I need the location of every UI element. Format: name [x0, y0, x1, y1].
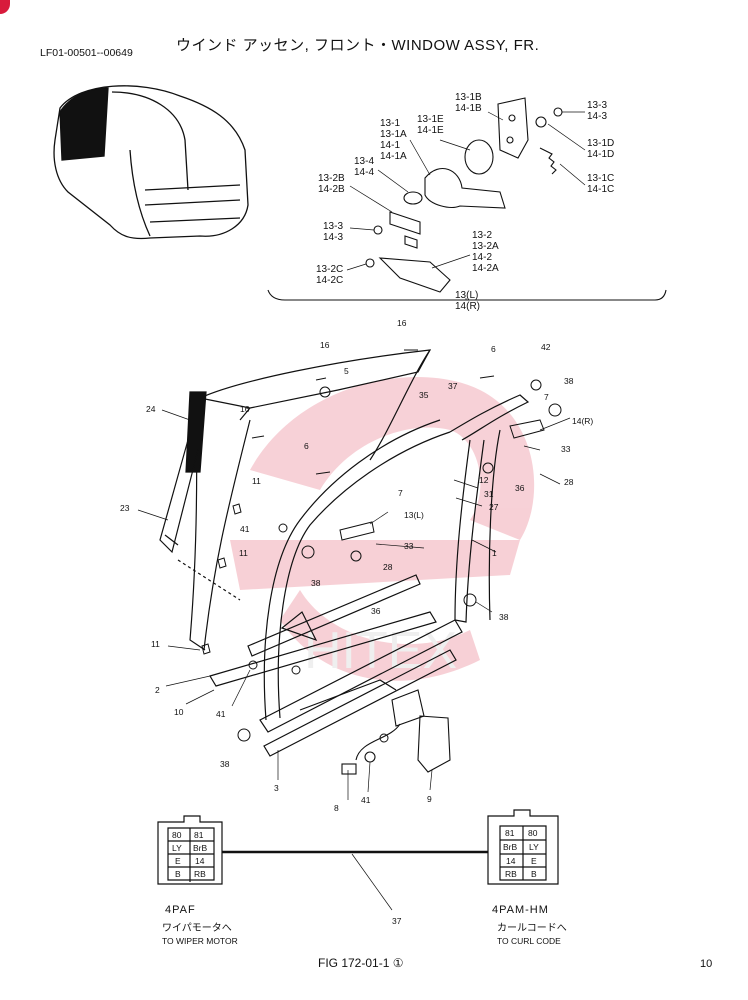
part-label: 33 [561, 444, 571, 454]
connector-left-caption-jp: ワイパモータへ [162, 923, 232, 934]
callout-13-3-top: 13-3 14-3 [587, 100, 608, 122]
part-label: 6 [491, 344, 496, 354]
part-label: 41 [240, 524, 250, 534]
small-parts [201, 349, 562, 743]
part-label: 38 [311, 578, 321, 588]
part-label: 28 [564, 477, 574, 487]
connector-left-caption-en: TO WIPER MOTOR [162, 936, 238, 946]
part-label: 7 [398, 488, 403, 498]
pin-label: RB [194, 869, 206, 879]
connector-right-caption-jp: カールコードへ [497, 923, 567, 934]
part-label: 12 [479, 475, 489, 485]
callout-13l-14r: 13(L) 14(R) [455, 290, 481, 312]
part-label: 14(R) [572, 416, 593, 426]
connector-right-pins: 81 80 BrB LY 14 E RB B [503, 828, 539, 879]
top-leaders [346, 111, 586, 300]
part-label: 13(L) [404, 510, 424, 520]
figure-number: FIG 172-01-1 ① [318, 956, 404, 970]
window-frame [189, 349, 530, 757]
part-label: 10 [174, 707, 184, 717]
part-label: 35 [419, 390, 429, 400]
part-label: 16 [397, 318, 407, 328]
pin-label: 80 [528, 828, 538, 838]
callout-13-3-left: 13-3 14-3 [323, 221, 344, 243]
cab-thumbnail [53, 85, 249, 240]
part-label: 3 [274, 783, 279, 793]
part-label: 11 [239, 548, 248, 558]
part-label: 36 [371, 606, 381, 616]
part-label: 1 [492, 548, 497, 558]
harness-label: 37 [392, 916, 402, 926]
part-label: 36 [515, 483, 525, 493]
part-label: 37 [448, 381, 458, 391]
watermark: HITEX [230, 376, 535, 681]
pin-label: BrB [503, 842, 518, 852]
part-label: 2 [155, 685, 160, 695]
callout-13-1e: 13-1E 14-1E [417, 114, 444, 136]
part-label: 11 [252, 476, 261, 486]
part-label: 38 [220, 759, 230, 769]
part-label: 38 [499, 612, 509, 622]
connector-left-name: 4PAF [165, 904, 196, 916]
part-range-code: LF01-00501--00649 [40, 47, 133, 59]
part-label: 7 [544, 392, 549, 402]
wiper-motor [341, 689, 451, 775]
part-label: 38 [564, 376, 574, 386]
pin-label: 80 [172, 830, 182, 840]
callout-13-2: 13-2 13-2A 14-2 14-2A [472, 230, 499, 274]
callout-13-1d: 13-1D 14-1D [587, 138, 615, 160]
callout-13-1c: 13-1C 14-1C [587, 173, 615, 195]
part-label: 16 [320, 340, 330, 350]
wiper-assembly [159, 391, 318, 642]
pin-label: E [531, 856, 537, 866]
pin-label: 81 [505, 828, 515, 838]
part-label: 28 [383, 562, 393, 572]
pin-label: B [531, 869, 537, 879]
part-label: 5 [344, 366, 349, 376]
part-label: 16 [240, 404, 250, 414]
part-label: 9 [427, 794, 432, 804]
pin-label: E [175, 856, 181, 866]
callout-13-2b: 13-2B 14-2B [318, 173, 345, 195]
part-label: 6 [304, 441, 309, 451]
callout-13-1: 13-1 13-1A 14-1 14-1A [380, 118, 407, 162]
pin-label: 14 [506, 856, 516, 866]
connector-right-name: 4PAM-HM [492, 904, 549, 916]
page-number: 10 [700, 958, 713, 970]
part-label: 33 [404, 541, 414, 551]
part-label: 41 [361, 795, 371, 805]
pin-label: LY [529, 842, 539, 852]
connector-right-caption-en: TO CURL CODE [497, 936, 561, 946]
connector-left-pins: 80 81 LY BrB E 14 B RB [172, 830, 208, 879]
pin-label: LY [172, 843, 182, 853]
harness-wire [222, 850, 488, 911]
part-label: 11 [151, 639, 160, 649]
part-label: 31 [484, 489, 494, 499]
pin-label: BrB [193, 843, 208, 853]
callout-13-4: 13-4 14-4 [354, 156, 375, 178]
pin-label: B [175, 869, 181, 879]
part-labels: 16 16 16 6 42 5 38 37 35 7 24 14(R) 6 33… [120, 318, 593, 813]
part-label: 8 [334, 803, 339, 813]
main-leaders [137, 409, 571, 800]
part-label: 24 [146, 404, 156, 414]
part-label: 23 [120, 503, 130, 513]
corner-badge [0, 0, 10, 14]
pin-label: 81 [194, 830, 204, 840]
connector-right [487, 809, 559, 885]
part-label: 27 [489, 502, 499, 512]
page-title: ウインド アッセン, フロント・WINDOW ASSY, FR. [176, 37, 540, 54]
pin-label: 14 [195, 856, 205, 866]
part-label: 42 [541, 342, 551, 352]
connector-left [157, 815, 223, 885]
callout-13-1b: 13-1B 14-1B [455, 92, 482, 114]
bracket-assembly [267, 97, 667, 301]
part-label: 41 [216, 709, 226, 719]
callout-13-2c: 13-2C 14-2C [316, 264, 344, 286]
pin-label: RB [505, 869, 517, 879]
